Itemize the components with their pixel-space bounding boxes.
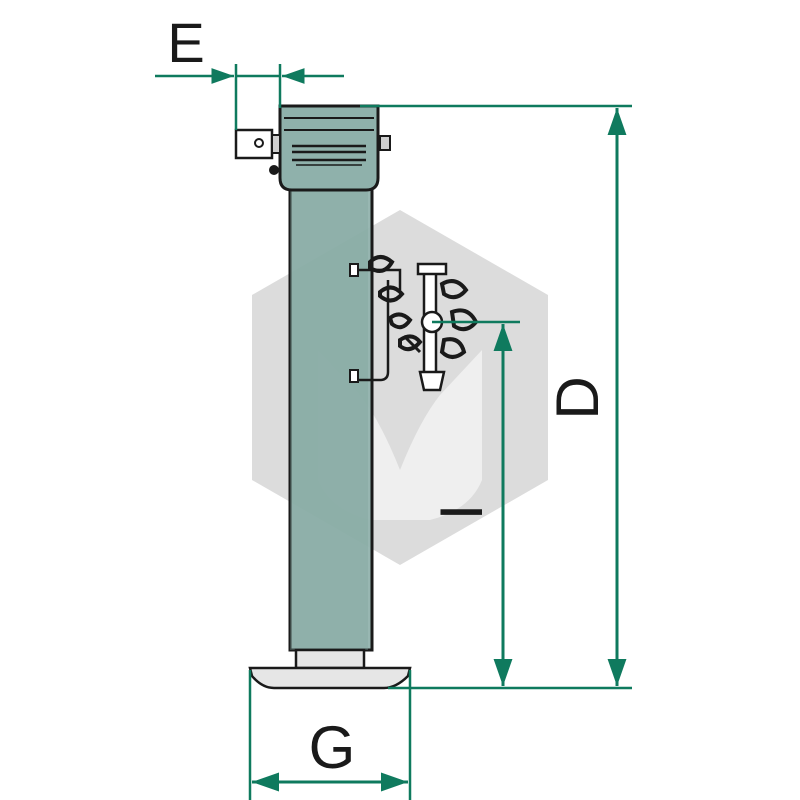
dimension-i-label: I <box>428 504 495 521</box>
dimension-e: E <box>155 11 344 130</box>
dimension-d-label: D <box>544 376 611 419</box>
jack-body <box>288 186 374 652</box>
dimension-i: I <box>428 320 520 686</box>
dimension-e-label: E <box>167 11 204 74</box>
dimension-d: D <box>360 104 632 690</box>
jack-head <box>234 104 391 192</box>
chain-bracket <box>349 255 479 392</box>
jack-foot <box>248 648 412 690</box>
dimension-g-label: G <box>309 714 356 781</box>
dimension-g: G <box>248 670 412 800</box>
